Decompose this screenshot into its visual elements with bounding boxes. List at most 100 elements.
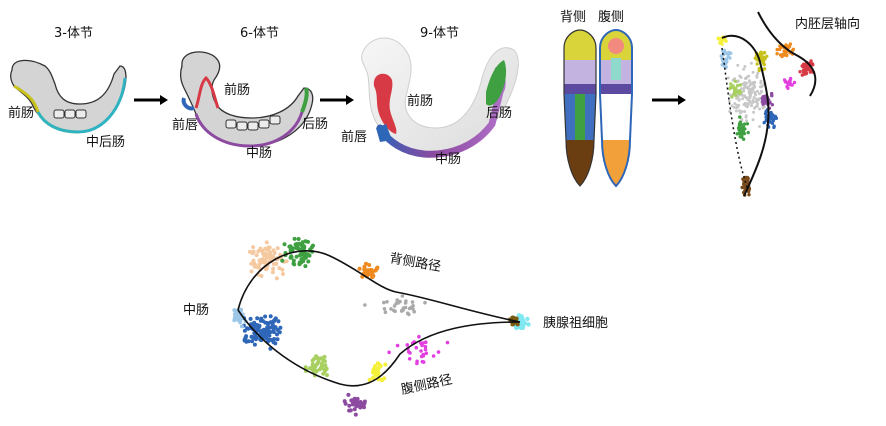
scatter-point xyxy=(377,362,382,367)
scatter-point xyxy=(526,322,531,327)
scatter-point xyxy=(294,254,299,259)
scatter-point xyxy=(275,246,280,251)
scatter-point xyxy=(751,98,755,102)
scatter-point xyxy=(733,79,737,83)
scatter-point xyxy=(408,351,412,355)
scatter-point xyxy=(275,337,280,342)
scatter-point xyxy=(410,300,415,304)
arrow-right-icon xyxy=(320,95,354,105)
scatter-point xyxy=(740,87,743,91)
scatter-point xyxy=(801,68,806,73)
scatter-point xyxy=(750,104,753,108)
scatter-point xyxy=(255,316,260,321)
scatter-point xyxy=(755,75,759,79)
scatter-point xyxy=(728,110,732,113)
scatter-point xyxy=(265,326,270,331)
scatter-point xyxy=(732,105,736,109)
scatter-point xyxy=(363,303,367,307)
scatter-point xyxy=(729,82,733,86)
scatter-point xyxy=(513,316,518,321)
scatter-point xyxy=(419,349,423,353)
scatter-point xyxy=(784,50,788,54)
label-hindgut: 后肠 xyxy=(302,117,328,132)
scatter-point xyxy=(282,242,287,247)
scatter-point xyxy=(755,62,759,66)
scatter-point xyxy=(743,110,747,113)
scatter-point xyxy=(264,336,269,341)
scatter-point xyxy=(747,102,751,106)
scatter-point xyxy=(745,105,749,109)
scatter-point xyxy=(271,340,276,345)
scatter-point xyxy=(762,51,766,55)
scatter-point xyxy=(265,321,270,325)
scatter-point xyxy=(284,259,289,264)
scatter-point xyxy=(319,356,324,361)
scatter-point xyxy=(746,85,750,89)
scatter-point xyxy=(775,52,779,56)
scatter-point xyxy=(273,316,278,321)
scatter-point xyxy=(756,98,760,102)
stage-9-title: 9-体节 xyxy=(420,26,459,41)
scatter-point xyxy=(325,373,329,378)
scatter-point xyxy=(405,311,410,316)
scatter-point xyxy=(740,135,744,139)
scatter-point xyxy=(744,82,748,86)
scatter-point xyxy=(346,392,351,397)
scatter-point xyxy=(414,345,419,350)
scatter-point xyxy=(747,74,751,78)
label-midgut: 中肠 xyxy=(246,146,272,161)
scatter-point xyxy=(292,236,297,241)
scatter-point xyxy=(743,103,747,107)
scatter-point xyxy=(755,104,759,108)
scatter-point xyxy=(756,71,760,75)
scatter-point xyxy=(744,115,748,119)
stage-6-title: 6-体节 xyxy=(240,26,279,41)
scatter-point xyxy=(373,365,377,370)
scatter-point xyxy=(407,357,412,361)
scatter-point xyxy=(423,300,427,305)
scatter-point xyxy=(733,102,737,106)
scatter-point xyxy=(299,243,304,248)
scatter-point xyxy=(243,336,248,341)
scatter-point xyxy=(737,98,741,102)
scatter-point xyxy=(409,305,414,310)
scatter-point xyxy=(770,121,775,126)
axis-scatter-points xyxy=(716,35,816,197)
scatter-point xyxy=(729,85,733,90)
scatter-point xyxy=(274,276,279,281)
scatter-point xyxy=(761,95,765,99)
scatter-point xyxy=(800,73,804,77)
scatter-point xyxy=(324,366,329,371)
stage-3-title: 3-体节 xyxy=(54,26,93,41)
label-forelip: 前唇 xyxy=(341,129,367,145)
scatter-point xyxy=(772,124,776,128)
scatter-point xyxy=(520,319,525,324)
scatter-point xyxy=(764,109,768,114)
scatter-point xyxy=(761,100,765,104)
scatter-point xyxy=(736,63,740,67)
label-foregut: 前肠 xyxy=(407,93,433,109)
scatter-point xyxy=(264,247,269,252)
scatter-point xyxy=(318,366,323,371)
scatter-point xyxy=(804,71,808,75)
scatter-point xyxy=(792,80,797,85)
scatter-point xyxy=(249,261,254,266)
scatter-point xyxy=(248,316,253,321)
scatter-point xyxy=(353,412,358,417)
scatter-point xyxy=(316,358,321,363)
scatter-point xyxy=(257,258,262,263)
axis-curve-left xyxy=(721,35,770,197)
scatter-point xyxy=(260,328,265,333)
scatter-point xyxy=(264,240,269,245)
scatter-point xyxy=(382,376,387,381)
scatter-point xyxy=(348,408,353,413)
scatter-point xyxy=(746,130,750,135)
scatter-point xyxy=(753,93,757,97)
scatter-point xyxy=(259,274,264,278)
scatter-point xyxy=(734,109,738,113)
scatter-point xyxy=(289,254,294,259)
scatter-point xyxy=(810,62,815,66)
scatter-point xyxy=(748,99,752,103)
scatter-point xyxy=(367,263,372,267)
scatter-point xyxy=(321,371,326,376)
